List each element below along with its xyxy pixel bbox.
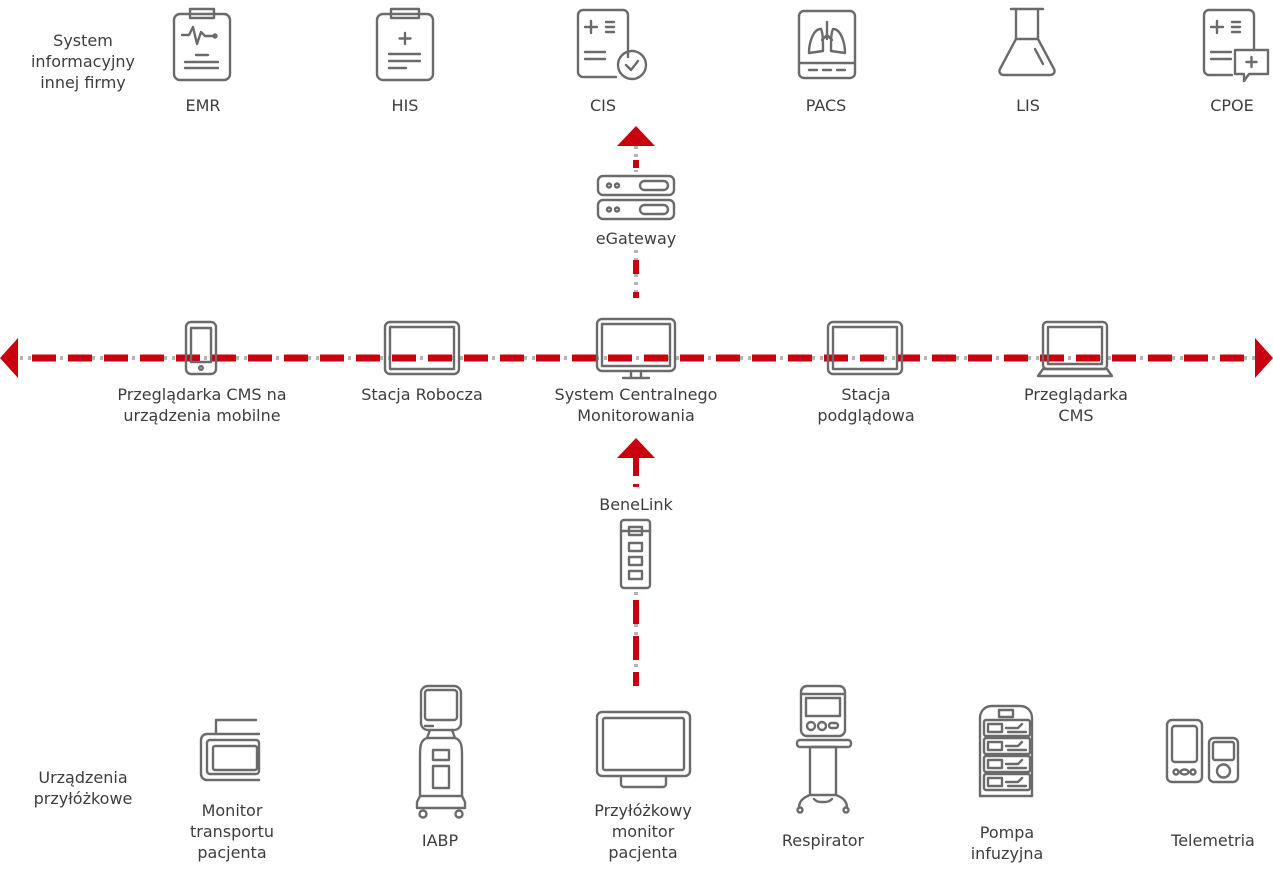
- horizontal-network-line: [0, 338, 1273, 378]
- category-third-party-systems: System informacyjny innej firmy: [30, 31, 135, 92]
- document-comment-icon: [1202, 8, 1270, 83]
- device-label: Przyłóżkowy monitor pacjenta: [594, 801, 692, 862]
- benelink-uplink-line: [617, 438, 655, 686]
- node-label: Stacja Robocza: [361, 385, 483, 404]
- arrow-up-icon: [617, 126, 655, 146]
- device-label: Telemetria: [1171, 831, 1255, 850]
- system-label: HIS: [391, 96, 419, 115]
- gateway-uplink-line: [617, 126, 655, 298]
- clipboard-ecg-icon: [172, 7, 232, 82]
- server-icon: [596, 174, 676, 221]
- device-label: Monitor transportu pacjenta: [189, 801, 275, 862]
- clipboard-plus-icon: [375, 7, 435, 82]
- device-label: Pompa infuzyjna: [970, 823, 1044, 863]
- gateway-label: eGateway: [595, 229, 677, 248]
- iabp-cart-icon: [415, 684, 467, 819]
- benelink-module-icon: [619, 518, 652, 590]
- device-label: Respirator: [781, 831, 865, 850]
- document-check-icon: [576, 8, 648, 81]
- laptop-icon: [1036, 320, 1114, 378]
- ventilator-icon: [795, 684, 853, 814]
- arrow-right-icon: [1255, 338, 1273, 378]
- category-bedside-devices: Urządzenia przyłóżkowe: [33, 768, 133, 808]
- smartphone-icon: [184, 320, 218, 376]
- lungs-xray-icon: [797, 9, 857, 80]
- system-label: PACS: [805, 96, 847, 115]
- system-label: CPOE: [1210, 96, 1254, 115]
- system-label: CIS: [589, 96, 617, 115]
- transport-monitor-icon: [199, 718, 261, 782]
- system-label: LIS: [1016, 96, 1040, 115]
- arrow-left-icon: [0, 338, 18, 378]
- node-label: Przeglądarka CMS: [1024, 385, 1128, 425]
- benelink-label: BeneLink: [599, 495, 673, 514]
- device-label: IABP: [421, 831, 459, 850]
- telemetry-icon: [1165, 718, 1240, 784]
- desktop-monitor-icon: [595, 317, 677, 380]
- viewing-station-icon: [826, 320, 904, 376]
- bedside-monitor-icon: [595, 710, 692, 789]
- workstation-monitor-icon: [383, 320, 461, 376]
- node-label: System Centralnego Monitorowania: [554, 385, 718, 425]
- flask-icon: [998, 7, 1056, 77]
- node-label: Przeglądarka CMS na urządzenia mobilne: [117, 385, 287, 425]
- system-label: EMR: [185, 96, 221, 115]
- node-label: Stacja podglądowa: [817, 385, 915, 425]
- arrow-up-icon: [617, 438, 655, 458]
- infusion-pump-icon: [978, 704, 1034, 798]
